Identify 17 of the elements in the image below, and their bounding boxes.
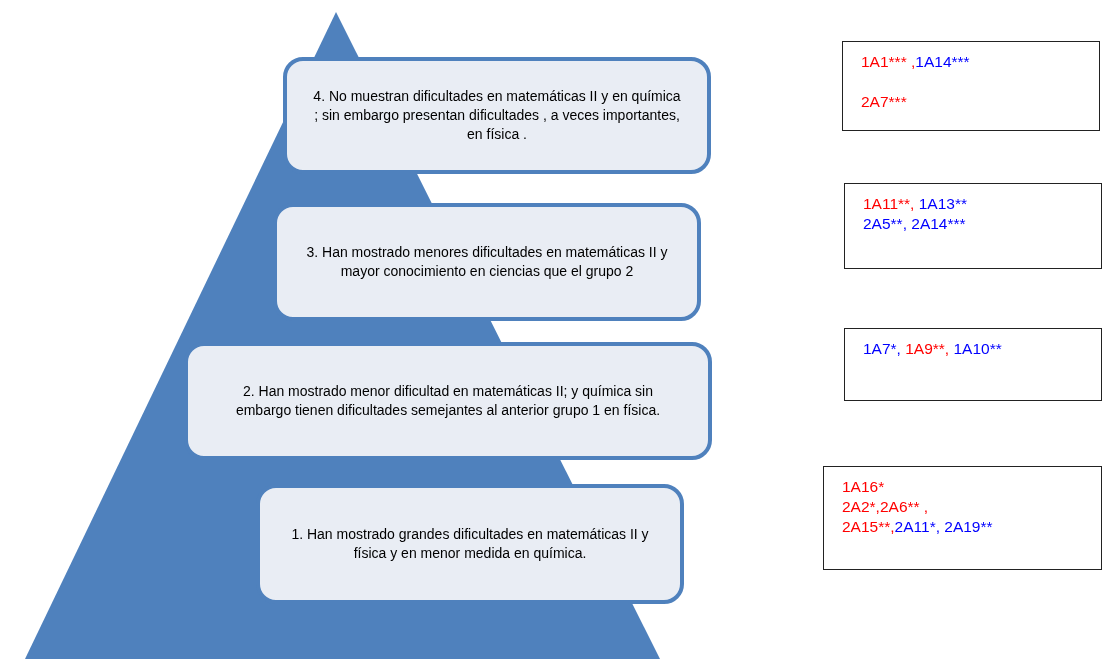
code-list-line: 1A11**, 1A13** — [863, 194, 968, 214]
code-list-line: 1A7*, 1A9**, 1A10** — [863, 339, 1003, 359]
code-list-box — [842, 41, 1100, 131]
level-description: 1. Han mostrado grandes dificultades en matemáticas II y física y en menor medida en química. — [290, 525, 650, 563]
code-list-box — [823, 466, 1102, 570]
code-list-line: 2A5**, 2A14*** — [863, 214, 967, 234]
code-list-line: 2A15**,2A11*, 2A19** — [842, 517, 994, 537]
code-list-line: 2A7*** — [861, 92, 908, 112]
code-list-box — [844, 328, 1102, 401]
pyramid-level-box — [283, 57, 711, 174]
code-list-line: 2A2*,2A6** , — [842, 497, 930, 517]
code-list-line: 1A16* — [842, 477, 886, 497]
code-list-box — [844, 183, 1102, 269]
level-description: 3. Han mostrado menores dificultades en matemáticas II y mayor conocimiento en ciencias que el grupo 2 — [305, 243, 669, 281]
level-description: 4. No muestran dificultades en matemáticas II y en química ; sin embargo presentan dificultades , a veces importantes, en física . — [313, 87, 681, 144]
code-list-line: 1A1*** ,1A14*** — [861, 52, 971, 72]
level-description: 2. Han mostrado menor dificultad en matemáticas II; y química sin embargo tienen dificultades semejantes al anterior grupo 1 en física. — [234, 382, 662, 420]
